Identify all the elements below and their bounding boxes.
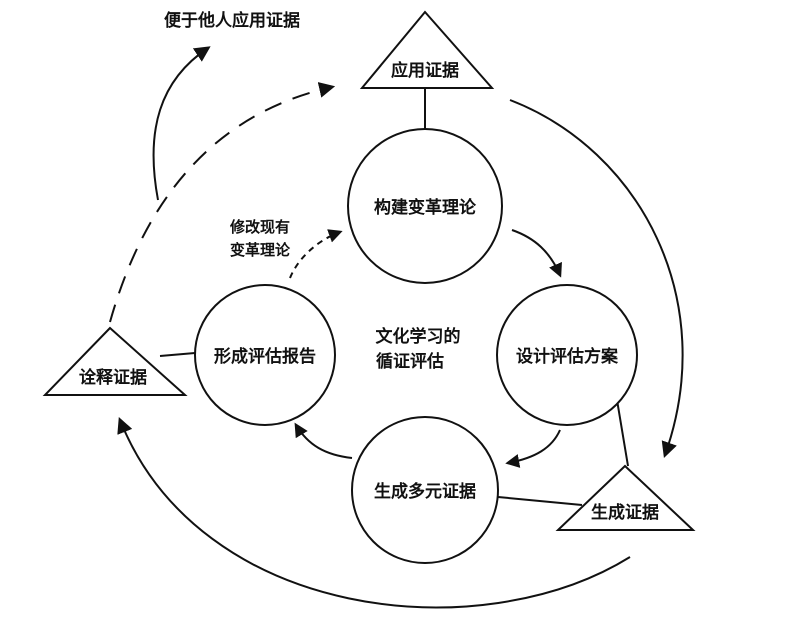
- connector-multi-generate: [497, 496, 583, 506]
- circle-form-report: [194, 284, 336, 426]
- triangle-interpret-evidence: [42, 326, 188, 396]
- center-title-line1: 文化学习的: [376, 326, 461, 347]
- connector-interpret-report: [159, 352, 196, 357]
- center-title-line2: 循证评估: [376, 351, 444, 372]
- label-apply-evidence: 应用证据: [391, 60, 459, 81]
- arrow-construct-to-design: [511, 229, 562, 278]
- arrow-multi-to-report: [294, 422, 353, 459]
- circle-generate-multi: [351, 416, 499, 564]
- circle-design-plan: [496, 284, 638, 426]
- connector-design-generate: [616, 399, 629, 467]
- arrow-interpret-to-apply-dashed: [109, 82, 336, 323]
- label-construct-theory: 构建变革理论: [374, 197, 477, 218]
- arrow-generate-to-interpret: [117, 417, 631, 609]
- label-form-report: 形成评估报告: [214, 346, 316, 367]
- label-design-plan: 设计评估方案: [516, 346, 619, 367]
- triangle-generate-evidence: [555, 464, 696, 531]
- annotation-modify-line2: 变革理论: [230, 241, 291, 259]
- triangle-apply-evidence: [359, 10, 495, 89]
- label-generate-multi: 生成多元证据: [374, 481, 476, 502]
- arrow-apply-to-generate: [509, 99, 684, 459]
- arrow-design-to-multi: [505, 429, 561, 468]
- arrow-to-others: [152, 46, 211, 201]
- circle-construct-theory: [347, 128, 503, 284]
- label-generate-evidence: 生成证据: [591, 502, 659, 523]
- label-interpret-evidence: 诠释证据: [79, 367, 147, 388]
- annotation-modify-line1: 修改现有: [229, 218, 290, 236]
- annotation-others-apply: 便于他人应用证据: [164, 10, 300, 31]
- arrow-report-to-construct-dashed: [289, 229, 343, 279]
